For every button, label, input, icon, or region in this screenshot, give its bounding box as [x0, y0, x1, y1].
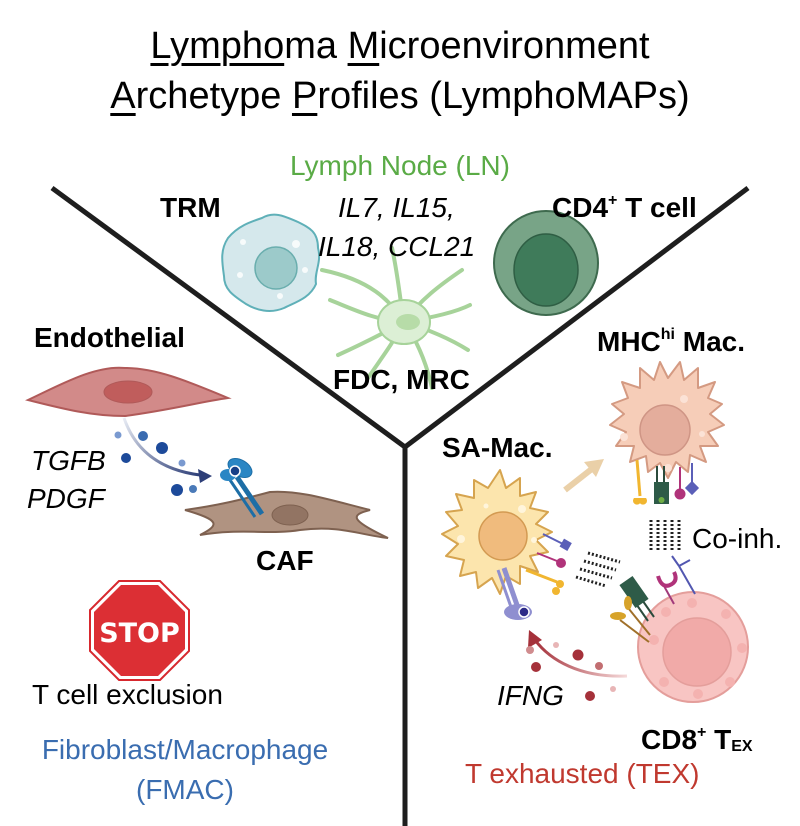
polarization-arrow	[563, 459, 604, 493]
co-inhibitory-signals	[575, 551, 621, 588]
mhc-mac-label-rest: Mac.	[674, 326, 746, 357]
cd4-label-rest: T cell	[617, 192, 697, 223]
y-divider	[50, 185, 750, 826]
cd8-label-sup: +	[697, 724, 707, 741]
title-line-2: Archetype Profiles (LymphoMAPs)	[0, 74, 800, 118]
title-part: rchetype	[135, 75, 292, 117]
mhc-receptors	[633, 459, 700, 505]
cd8-label-main: CD8	[641, 724, 698, 755]
cd4-label: CD4+ T cell	[552, 192, 697, 224]
stop-sign-icon: STOP	[89, 580, 190, 681]
title-part: P	[291, 75, 318, 117]
fmac-heading-line-1: Fibroblast/Macrophage	[41, 734, 329, 765]
t-cell-icon	[637, 591, 749, 703]
title-part: A	[110, 75, 136, 117]
cd8-receptors	[610, 555, 696, 643]
mhc-mac-label-sup: hi	[660, 326, 675, 343]
endothelial-label: Endothelial	[34, 322, 185, 353]
ln-cytokines-line-2: IL18, CCL21	[318, 231, 476, 262]
stop-text: STOP	[99, 618, 180, 649]
title-line-1: Lymphoma Microenvironment	[0, 24, 800, 68]
fdc-label: FDC, MRC	[333, 364, 470, 395]
title-part: M	[347, 25, 380, 67]
receptor-icon	[220, 458, 265, 518]
fibroblast-cell-icon	[184, 490, 389, 539]
signal-molecules	[114, 431, 197, 496]
title-part: icroenvironment	[379, 25, 650, 67]
trm-cell-icon	[221, 213, 321, 312]
title-part: Lympho	[150, 25, 285, 67]
cd4-label-main: CD4	[552, 192, 609, 223]
ifng-label: IFNG	[497, 680, 564, 711]
mhc-macrophage-icon	[609, 361, 725, 479]
mhc-mac-label: MHChi Mac.	[597, 326, 745, 358]
tex-heading: T exhausted (TEX)	[465, 758, 700, 789]
trm-label: TRM	[160, 192, 221, 223]
cd8-label-sub: EX	[731, 738, 753, 755]
fmac-signal-tgfb: TGFB	[31, 445, 106, 476]
fmac-heading-line-2: (FMAC)	[136, 774, 234, 805]
sa-macrophage-icon	[441, 469, 553, 595]
cd4-t-cell-icon	[493, 210, 599, 316]
ln-cytokines-line-1: IL7, IL15,	[338, 192, 455, 223]
title-part: ma	[284, 25, 348, 67]
sa-mac-receptors	[496, 533, 572, 620]
co-inhibitory-label: Co-inh.	[692, 523, 783, 554]
signal-arrow	[122, 417, 212, 483]
cd4-label-sup: +	[608, 192, 618, 209]
fdc-dendritic-cell-icon	[320, 246, 472, 390]
cd8-label-mid: T	[706, 724, 732, 755]
sa-mac-label: SA-Mac.	[442, 432, 553, 463]
title-part: rofiles (LymphoMAPs)	[317, 75, 690, 117]
fmac-signal-pdgf: PDGF	[27, 483, 105, 514]
endothelial-cell-icon	[25, 366, 232, 418]
ifng-arrow	[528, 630, 628, 678]
ln-heading: Lymph Node (LN)	[290, 150, 510, 181]
cd8-label: CD8+ TEX	[641, 724, 753, 756]
t-cell-exclusion-label: T cell exclusion	[32, 679, 223, 710]
co-inhibitory-icon	[649, 520, 681, 551]
caf-label: CAF	[256, 545, 314, 576]
mhc-mac-label-main: MHC	[597, 326, 661, 357]
ifng-molecules	[526, 642, 616, 701]
